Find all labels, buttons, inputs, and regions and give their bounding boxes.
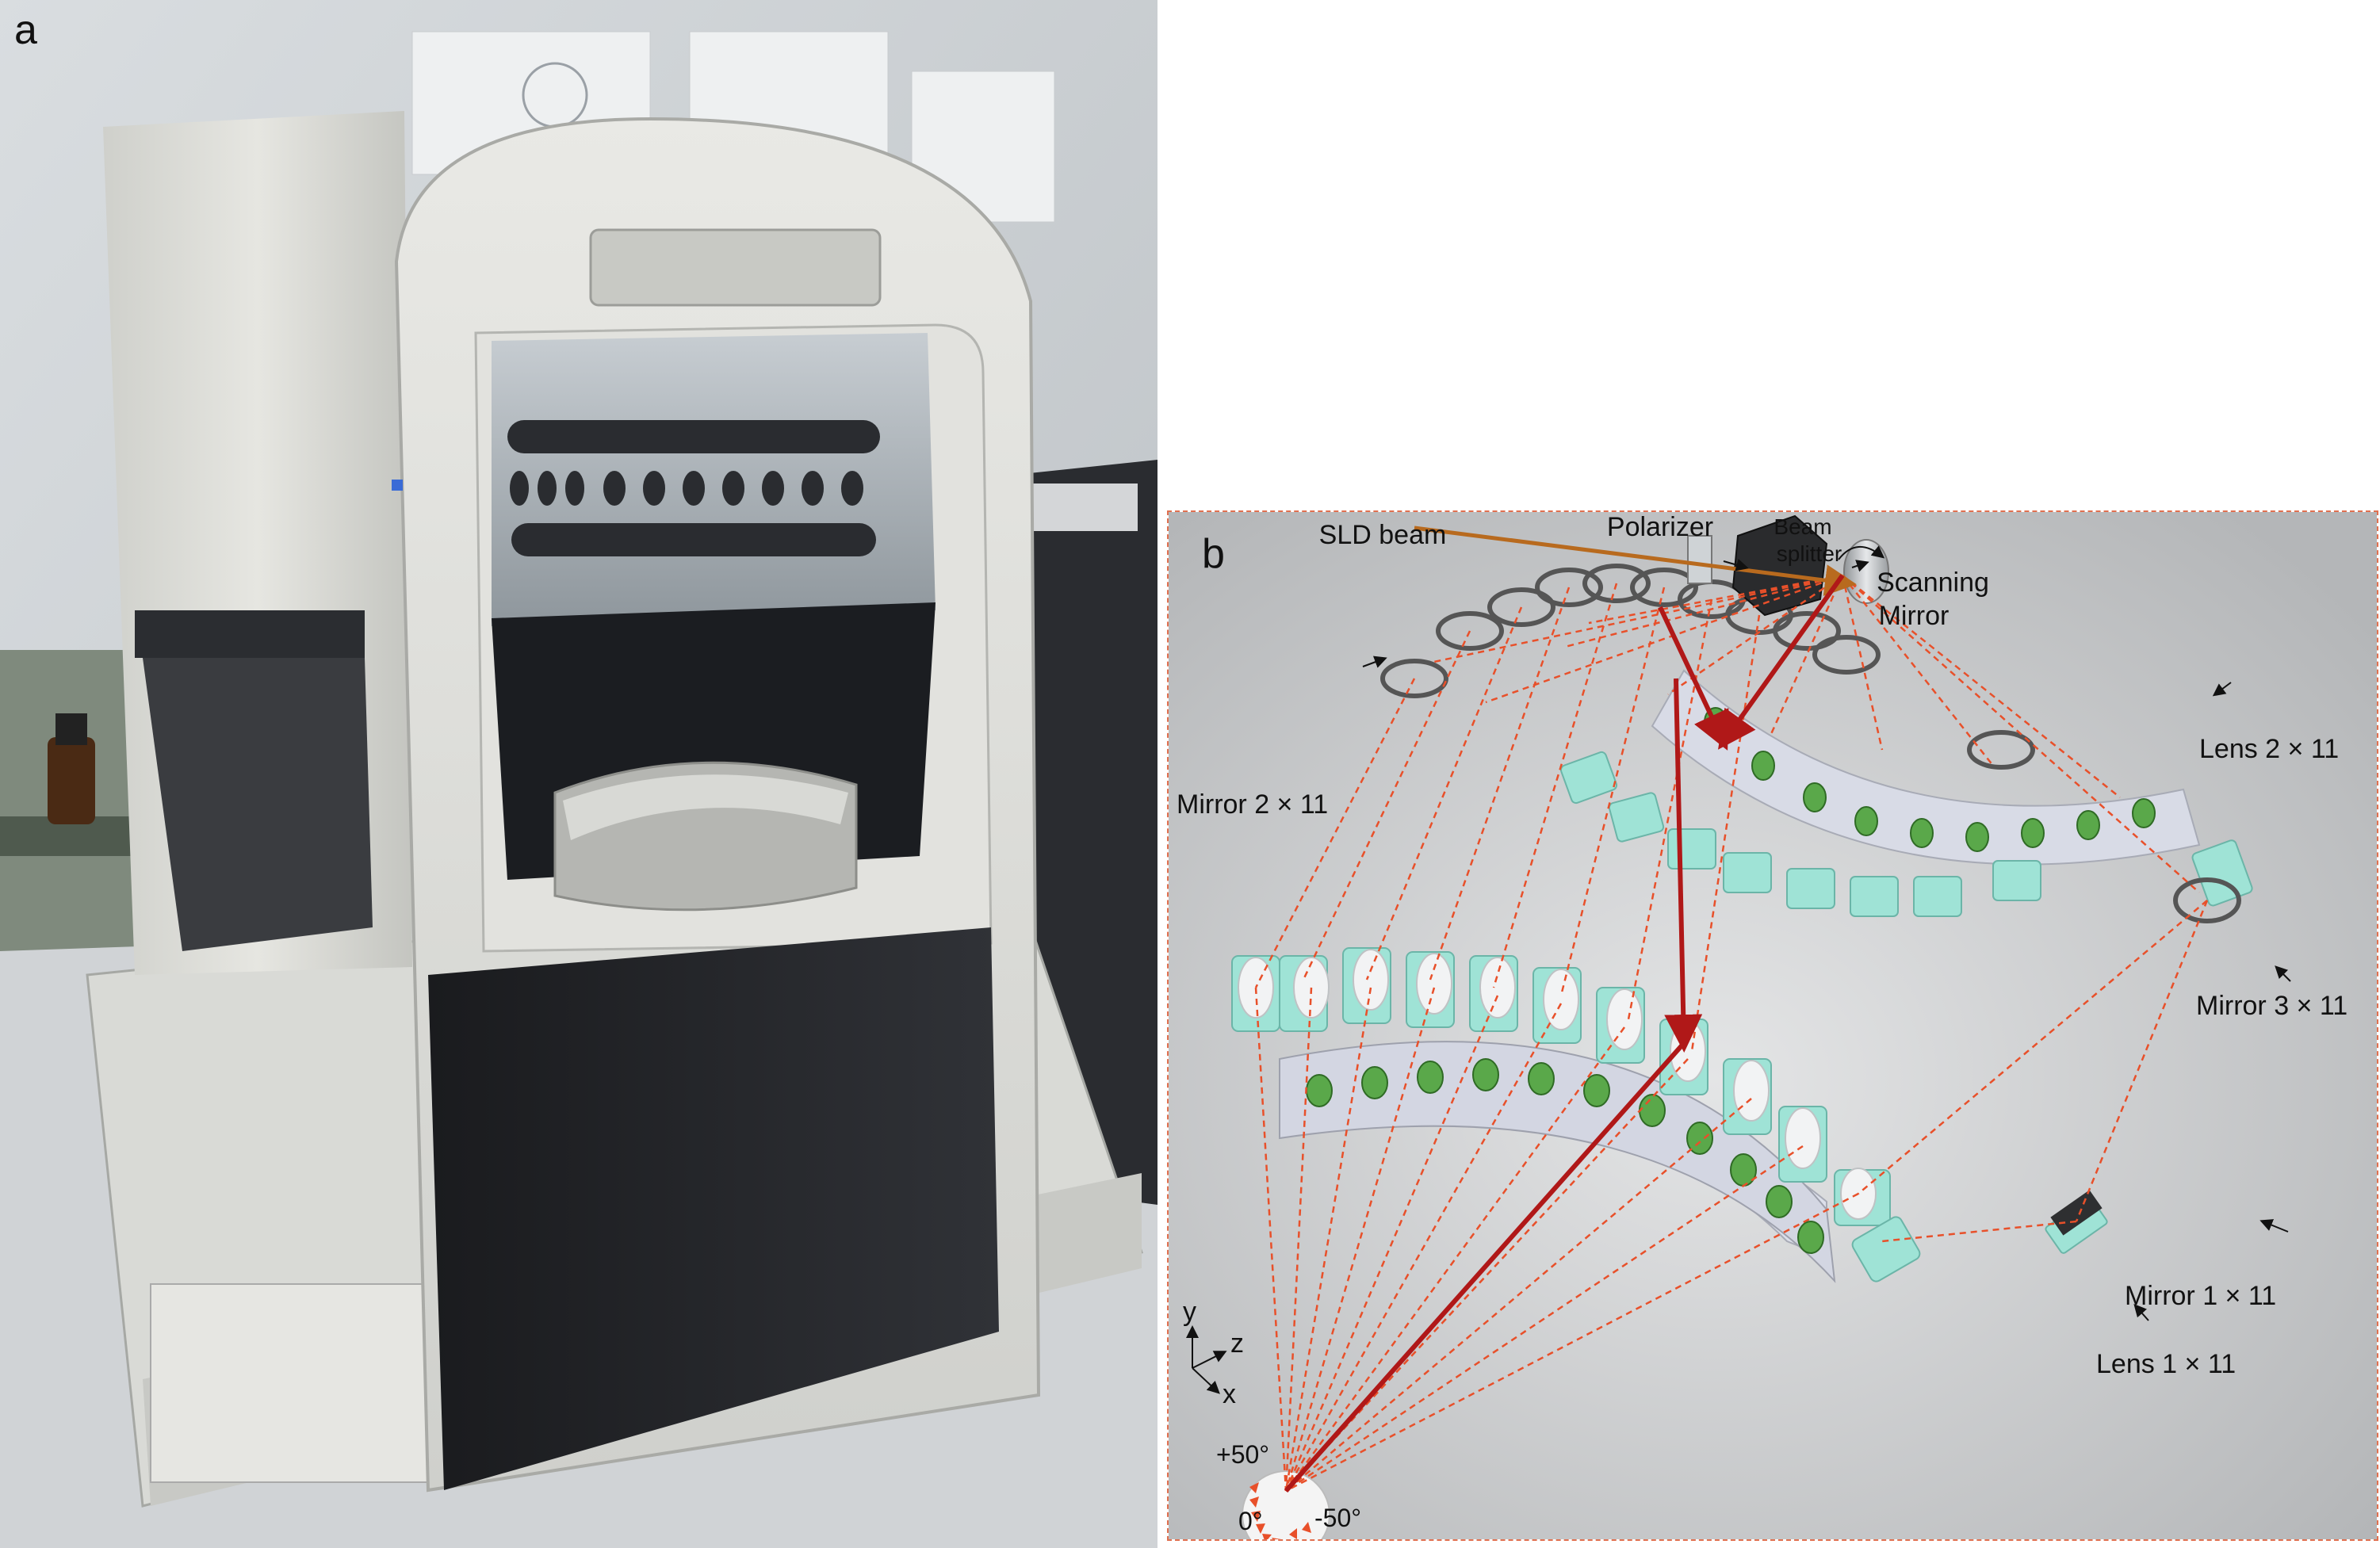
optical-schematic: b SLD beam Polarizer Beam splitter Scann… [1169,512,2377,1539]
polarizer-element [1687,535,1712,584]
beam-splitter-cube [1731,514,1828,617]
scanning-mirror-label-line2: Mirror [1879,601,1950,631]
polarizer-label: Polarizer [1607,512,1713,542]
axis-y-label: y [1183,1297,1196,1327]
beam-splitter-label-line2: splitter [1777,541,1842,566]
mirror1-label: Mirror 1 × 11 [2125,1281,2276,1311]
panel-a-label: a [14,7,37,53]
panel-b-diagram: b SLD beam Polarizer Beam splitter Scann… [1167,510,2378,1541]
axis-x-label: x [1223,1379,1236,1409]
mirror3-element [2173,877,2241,923]
angle-minus50-label: -50° [1314,1504,1361,1532]
beam-splitter-label-line1: Beam [1774,514,1831,539]
mirror1-element [2045,1190,2108,1254]
sld-beam-arrow [1414,526,1857,597]
main-ray [1284,574,1845,1493]
mirror2-label: Mirror 2 × 11 [1177,789,1328,820]
lens2-arc [1651,669,2201,866]
axis-z-label: z [1230,1328,1244,1359]
panel-a-photo: a [0,0,1157,1548]
instrument-photo [0,0,1157,1548]
sld-beam-label: SLD beam [1319,520,1447,550]
lens2-label: Lens 2 × 11 [2199,734,2339,764]
lens1-arc [1279,1041,1836,1283]
lens1-label: Lens 1 × 11 [2096,1349,2236,1379]
axis-triad [1186,1325,1227,1394]
angle-plus50-label: +50° [1216,1440,1269,1469]
beam-paths [1254,574,2209,1493]
angle-zero-label: 0° [1238,1507,1263,1535]
panel-b-label: b [1202,531,1225,577]
angle-arrows [1249,1482,1311,1539]
mirror3-label: Mirror 3 × 11 [2196,991,2347,1021]
eye [1242,1470,1330,1539]
scanning-mirror-label-line1: Scanning [1877,568,1989,598]
